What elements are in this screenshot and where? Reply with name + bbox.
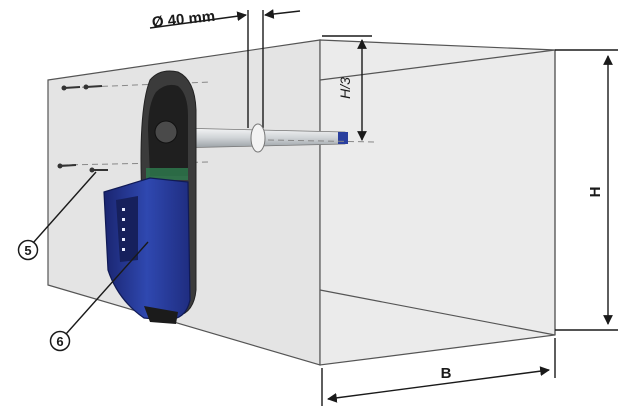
duct-inner-bottom-edge	[319, 289, 556, 336]
callout-5-leader	[32, 171, 97, 244]
callout-5-circle	[17, 239, 39, 261]
pipe-axis-line	[267, 139, 376, 143]
callout-5-number: 5	[24, 243, 31, 258]
pipe-diameter-label: Ø 40 mm	[151, 8, 216, 32]
pipe-dia-leader-left	[149, 11, 247, 29]
device-display-marks	[122, 208, 125, 251]
callout-6-leader	[65, 241, 149, 335]
pipe-gland-ring	[250, 123, 266, 153]
frame-circuit	[146, 168, 188, 180]
device-front-panel	[116, 196, 138, 262]
h3-label: H/3	[337, 77, 353, 99]
callout-6-number: 6	[56, 334, 63, 349]
width-label: B	[441, 365, 452, 382]
duct-side-face	[319, 39, 556, 366]
pipe-dia-leader-right	[264, 9, 301, 19]
width-dimension-line	[327, 366, 550, 403]
height-label: H	[587, 187, 604, 198]
device-bottom	[144, 306, 178, 324]
callout-6-circle	[49, 330, 71, 352]
sensor-pipe-tip	[338, 132, 348, 144]
screw-icon	[57, 163, 77, 169]
screw-icon	[61, 85, 81, 91]
screw-icon	[89, 167, 108, 173]
frame-detail	[154, 120, 178, 144]
screw-icon	[83, 84, 103, 90]
